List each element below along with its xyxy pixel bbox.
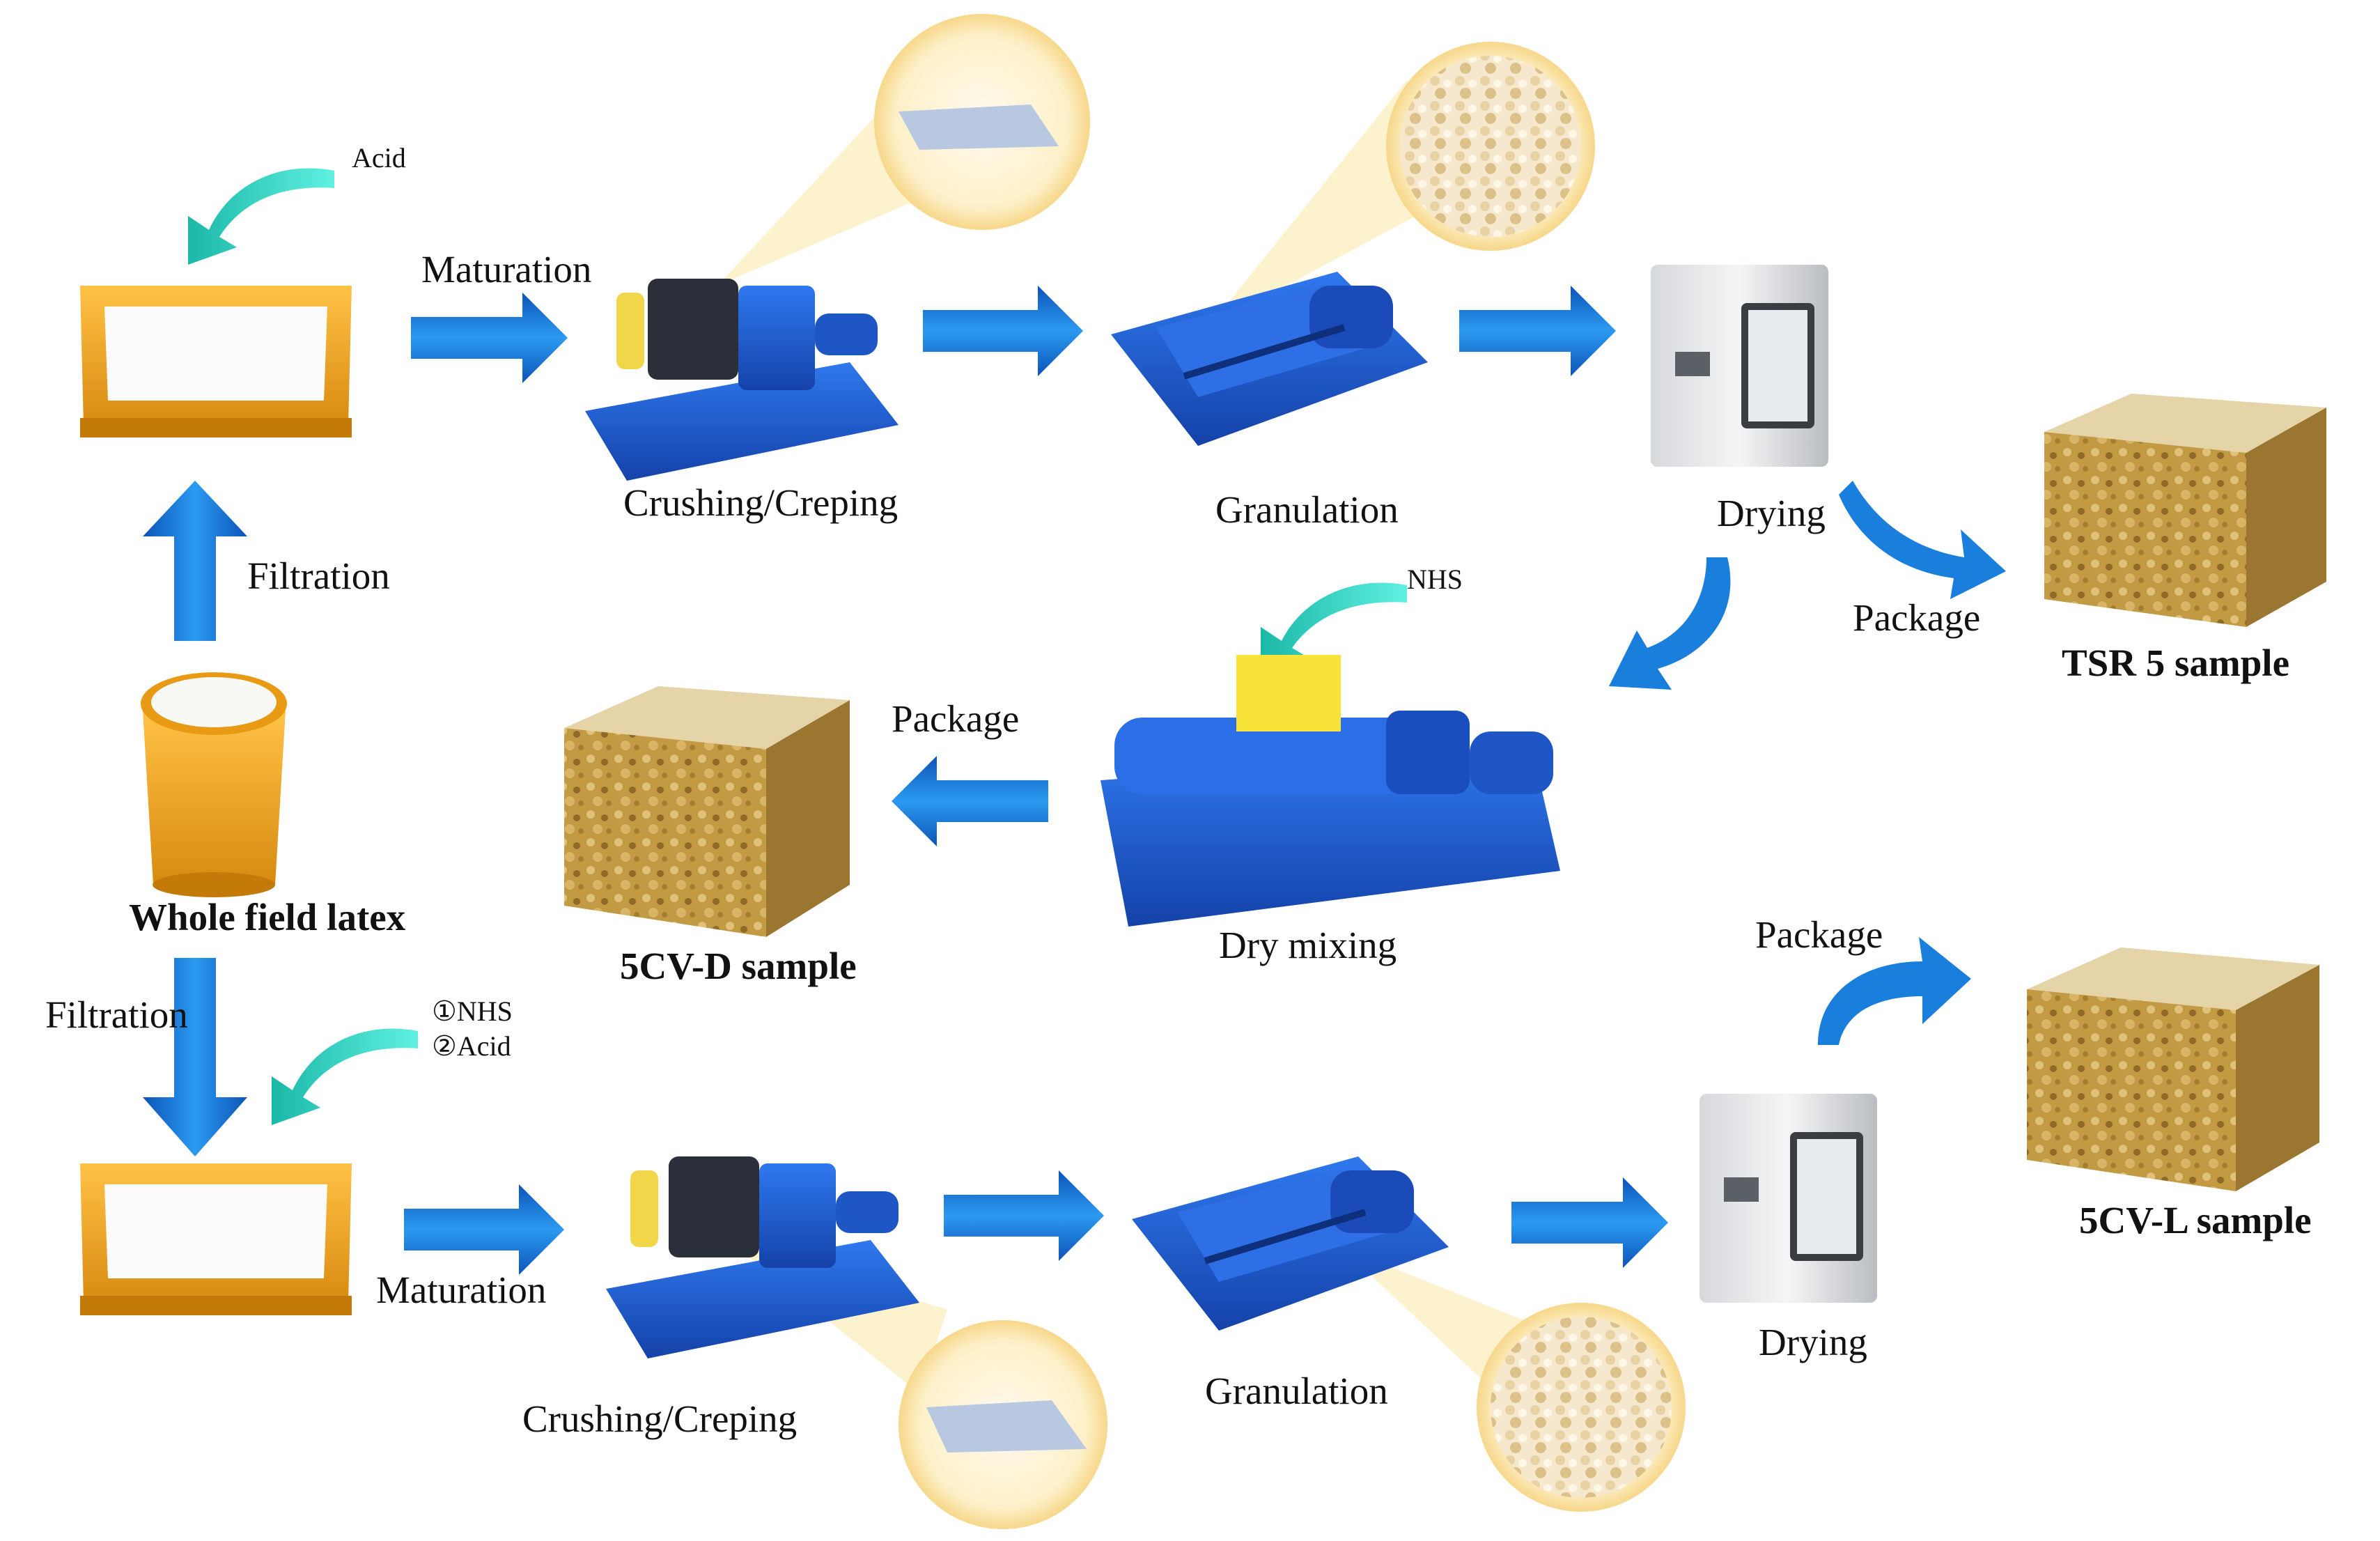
arrow-granulator-to-dryer-bottom [1511, 1177, 1668, 1268]
curved-arrow-dryer-to-tsr [1839, 481, 2006, 599]
label-whole-latex: Whole field latex [129, 896, 406, 938]
arrow-filtration-up [143, 481, 247, 641]
label-cv-l-sample: 5CV-L sample [2079, 1199, 2312, 1241]
label-package-tsr: Package [1853, 596, 1980, 639]
cv-l-sample-cube [2027, 947, 2319, 1191]
granulator-machine-bottom [1132, 1156, 1449, 1331]
label-maturation-top: Maturation [421, 248, 591, 291]
tsr5-sample-cube [2044, 394, 2326, 627]
cv-d-sample-cube [564, 686, 850, 937]
tray-bottom [80, 1163, 352, 1315]
label-maturation-bottom: Maturation [376, 1269, 546, 1311]
label-crushing-bottom: Crushing/Creping [522, 1397, 797, 1440]
label-step1-nhs: ①NHS [432, 996, 513, 1027]
latex-bucket [141, 672, 287, 897]
zoom-granule-top [1208, 42, 1595, 327]
teal-arrow-acid-top [188, 168, 334, 265]
label-crushing-top: Crushing/Creping [623, 481, 898, 524]
label-acid-top: Acid [352, 142, 406, 173]
label-filtration-down: Filtration [45, 993, 188, 1036]
label-drying-top: Drying [1717, 492, 1826, 534]
label-granulation-bottom: Granulation [1205, 1370, 1388, 1412]
curved-arrow-dryer-to-dry-mixing [1609, 557, 1731, 690]
arrow-tray-to-crusher-bottom [404, 1184, 564, 1275]
label-tsr-sample: TSR 5 sample [2062, 642, 2289, 684]
teal-arrow-nhs-mid [1261, 582, 1407, 676]
arrow-crusher-to-granulator-bottom [944, 1170, 1104, 1261]
granulator-machine-top [1111, 272, 1428, 446]
zoom-granule-bottom [1341, 1247, 1686, 1512]
arrow-dry-mixing-to-cv-d [892, 756, 1048, 846]
label-package-bottom: Package [1755, 913, 1883, 956]
crusher-machine-bottom [606, 1156, 919, 1358]
label-drying-bottom: Drying [1759, 1321, 1867, 1363]
label-nhs-mid: NHS [1407, 564, 1463, 595]
label-filtration-up: Filtration [247, 555, 390, 597]
label-package-mid: Package [892, 697, 1019, 740]
curved-arrow-dryer-to-cv-l [1818, 937, 1971, 1045]
crusher-machine-top [585, 279, 899, 481]
drying-oven-top [1651, 265, 1828, 467]
label-dry-mixing: Dry mixing [1219, 924, 1397, 966]
arrow-tray-to-crusher-top [411, 293, 568, 383]
label-cv-d-sample: 5CV-D sample [620, 945, 857, 987]
label-step2-acid: ②Acid [432, 1030, 511, 1062]
drying-oven-bottom [1700, 1094, 1877, 1303]
arrow-granulator-to-dryer-top [1459, 286, 1616, 376]
tray-top [80, 286, 352, 437]
teal-arrow-nhs-acid-bottom [272, 1028, 418, 1125]
label-granulation-top: Granulation [1215, 488, 1399, 531]
dry-mixing-extruder [1100, 655, 1560, 927]
arrow-filtration-down [143, 958, 247, 1156]
zoom-crepe-top [717, 14, 1090, 286]
arrow-crusher-to-granulator-top [923, 286, 1083, 376]
